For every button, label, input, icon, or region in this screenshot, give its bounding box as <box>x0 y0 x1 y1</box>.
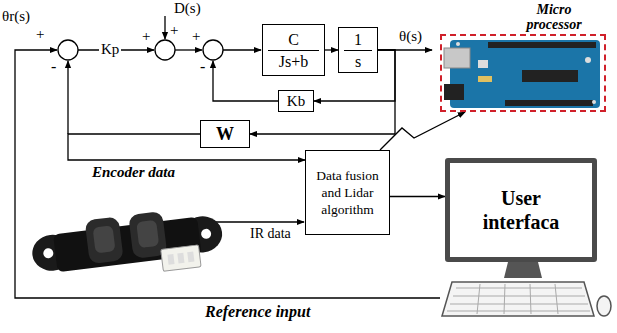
ir-sensor-picture <box>167 254 174 265</box>
ir-sensor-picture <box>161 245 201 271</box>
monitor-screen: User interfaca <box>445 158 597 262</box>
ir-sensor-picture <box>187 252 194 263</box>
connector-label: Encoder data <box>92 164 175 181</box>
signal-label: + <box>142 28 150 45</box>
ir-sensor-picture <box>201 228 212 239</box>
signal-connector <box>325 49 338 50</box>
summing-junction <box>155 40 175 60</box>
signal-connector <box>390 196 445 197</box>
transfer-function-box: CJs+b <box>262 24 325 76</box>
node-text: Kb <box>287 93 305 110</box>
integrator-box: 1s <box>338 27 378 73</box>
node-text: Js+b <box>268 51 319 71</box>
computer-picture <box>442 282 594 316</box>
computer-picture <box>477 284 558 314</box>
ir-sensor-picture <box>177 253 184 264</box>
signal-label: θr(s) <box>2 8 30 25</box>
signal-wire <box>164 16 165 39</box>
arduino-board-picture <box>444 84 464 100</box>
ir-sensor-picture <box>43 248 54 259</box>
signal-label: D(s) <box>174 0 201 17</box>
signal-connector <box>68 134 305 160</box>
signal-wire <box>67 61 68 134</box>
computer-picture <box>504 262 542 278</box>
arduino-board-picture <box>456 42 460 46</box>
arduino-board-picture <box>450 40 600 108</box>
computer-picture <box>597 296 611 316</box>
arduino-board-picture <box>444 40 600 108</box>
ir-sensor-picture <box>53 217 202 272</box>
arduino-board-picture <box>488 42 596 48</box>
signal-connector <box>380 112 465 150</box>
microprocessor-frame: Micro processor <box>440 34 606 112</box>
computer-picture <box>442 262 611 316</box>
node-text: User interfaca <box>466 186 576 234</box>
computer-picture <box>447 288 590 311</box>
signal-label: + <box>170 22 178 39</box>
signal-wire <box>175 49 202 50</box>
signal-label: Kp <box>99 41 121 58</box>
ir-sensor-picture <box>136 220 159 248</box>
signal-label: θ(s) <box>399 28 422 45</box>
arduino-board-picture <box>444 48 470 68</box>
signal-wire <box>223 49 261 50</box>
signal-label: + <box>36 26 44 43</box>
signal-wire <box>205 221 304 222</box>
signal-wire <box>15 50 440 298</box>
node-text: C <box>268 30 319 51</box>
signal-label: IR data <box>250 226 291 242</box>
gain-box: Kb <box>278 90 314 112</box>
ir-sensor-picture <box>85 216 124 264</box>
node-text: 1 <box>344 30 372 51</box>
arduino-board-picture <box>592 100 596 104</box>
signal-label: Reference input <box>205 303 310 321</box>
arduino-board-picture <box>478 60 488 68</box>
node-text: Data fusion and Lidar algorithm <box>306 167 389 218</box>
arduino-board-picture <box>505 100 593 106</box>
node-text: W <box>216 124 234 145</box>
summing-junction <box>58 40 78 60</box>
gain-box: W <box>200 120 250 148</box>
signal-label: - <box>200 58 205 76</box>
signal-label: + <box>192 28 200 45</box>
ir-sensor-picture <box>29 204 226 287</box>
summing-junction <box>203 40 223 60</box>
node-text: s <box>344 51 372 71</box>
process-box: Data fusion and Lidar algorithm <box>305 150 390 235</box>
arduino-board-picture <box>585 57 591 63</box>
arduino-board-picture <box>478 76 492 82</box>
arduino-board-picture <box>522 70 578 82</box>
ir-sensor-picture <box>93 225 116 253</box>
signal-label: - <box>51 58 56 76</box>
signal-wire <box>15 16 440 298</box>
heading-label: Micro processor <box>508 2 600 32</box>
